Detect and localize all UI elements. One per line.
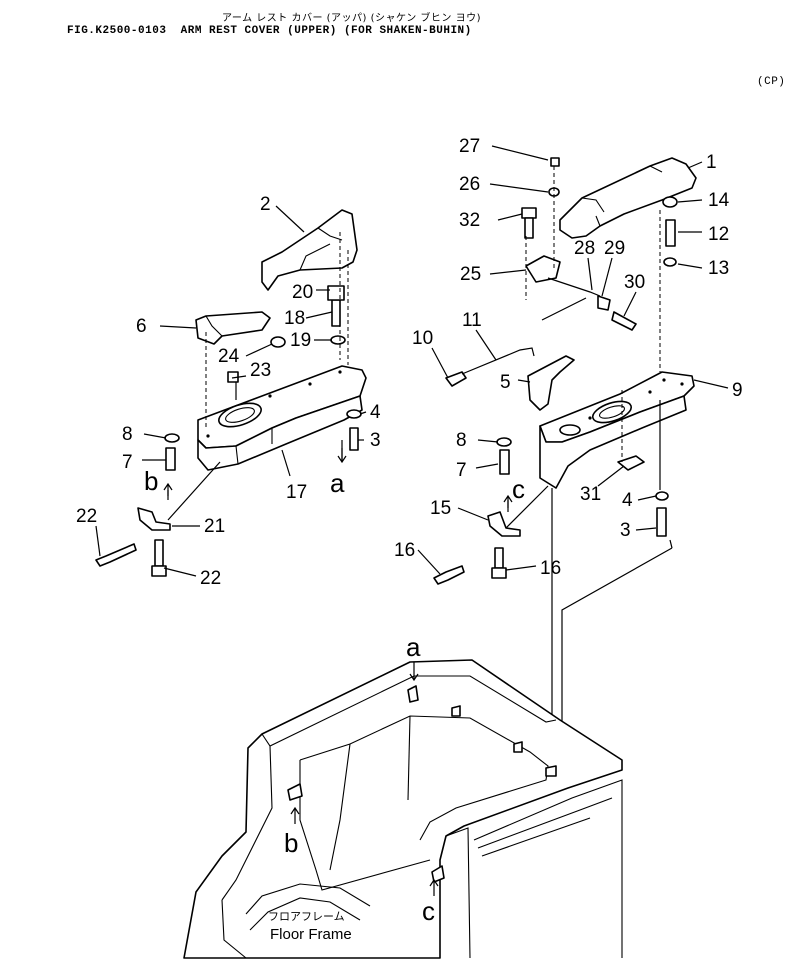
callout-16-left: 16 [394,540,415,561]
part-6-pad [195,311,271,345]
callout-31: 31 [580,484,601,505]
ref-a-frame: a [406,632,421,662]
part-2-cover [261,209,358,291]
ref-b-upper: b [144,466,158,496]
figure-code: (CP) [757,76,785,88]
callout-4-right: 4 [622,490,633,511]
floor-frame [183,659,623,959]
callout-17: 17 [286,482,307,503]
callout-8-left: 8 [122,424,133,445]
floor-frame-outline [183,659,623,959]
callout-28: 28 [574,238,595,259]
callout-19: 19 [290,330,311,351]
callout-25: 25 [460,264,481,285]
callout-2: 2 [260,194,271,215]
ref-c-upper: c [512,474,525,504]
callout-13: 13 [708,258,729,279]
reference-letters: a b c a b c [144,466,525,926]
right-armrest-assembly [433,157,697,778]
callout-16-right: 16 [540,558,561,579]
callout-labels: 27 1 26 14 32 12 28 29 13 25 30 11 10 9 … [76,136,743,589]
part-5-bracket [527,355,575,411]
callout-3-left: 3 [370,430,381,451]
callout-7-right: 7 [456,460,467,481]
figure-title: FIG.K2500-0103 ARM REST COVER (UPPER) (F… [67,25,472,37]
callout-24: 24 [218,346,240,367]
callout-30: 30 [624,272,645,293]
callout-1: 1 [706,152,717,173]
part-1-cover [559,157,697,239]
callout-10: 10 [412,328,433,349]
callout-15: 15 [430,498,451,519]
callout-8-right: 8 [456,430,467,451]
callout-32: 32 [459,210,480,231]
callout-21: 21 [204,516,225,537]
callout-22-right: 22 [200,568,221,589]
callout-22-left: 22 [76,506,97,527]
ref-c-frame: c [422,896,435,926]
title-japanese: アーム レスト カバー (アッパ) (シャケン ブヒン ヨウ) [222,13,481,24]
callout-11: 11 [462,310,482,331]
callout-20: 20 [292,282,313,303]
callout-14: 14 [708,190,730,211]
callout-9: 9 [732,380,743,401]
callout-7-left: 7 [122,452,133,473]
floor-frame-label-en: Floor Frame [270,926,352,943]
callout-29: 29 [604,238,625,259]
callout-26: 26 [459,174,480,195]
callout-27: 27 [459,136,480,157]
floor-frame-label-jp: フロアフレーム [268,910,345,923]
ref-b-frame: b [284,828,298,858]
left-armrest-assembly [95,209,367,577]
callout-5: 5 [500,372,511,393]
callout-leaders [95,145,729,577]
ref-a-upper: a [330,468,345,498]
callout-6: 6 [136,316,147,337]
callout-18: 18 [284,308,305,329]
callout-23: 23 [250,360,271,381]
callout-12: 12 [708,224,729,245]
callout-4-left: 4 [370,402,381,423]
callout-3-right: 3 [620,520,631,541]
